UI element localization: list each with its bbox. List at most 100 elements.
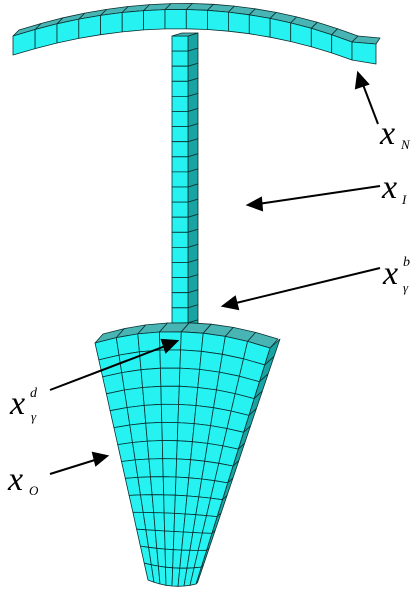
arrow-xgd [49, 344, 169, 391]
wedge-front-cell [163, 494, 176, 514]
wedge-front-cell [163, 512, 176, 532]
wedge-front-cell [145, 421, 163, 442]
wedge-front-cell [137, 476, 153, 496]
label-xN: x N [379, 115, 411, 152]
label-xN-main: x [379, 115, 395, 152]
wedge-front-cell [121, 369, 144, 391]
wedge-front-cell [129, 422, 148, 443]
wedge-front-cell [160, 385, 180, 405]
label-xO-sub: O [29, 483, 39, 498]
stem-front-cell [171, 216, 189, 233]
arrows [49, 70, 381, 475]
wedge-front-cell [143, 403, 163, 424]
stem-front-cell [171, 292, 189, 309]
top-arc-front-cell [206, 9, 229, 32]
wedge-front-cell [160, 403, 180, 424]
stem-front-cell [171, 126, 189, 143]
top-arc-front-cell [227, 11, 250, 35]
stem-front-cell [171, 35, 189, 52]
label-xgb: x b γ [382, 255, 410, 295]
arrow-xN [361, 81, 379, 125]
wedge-front-cell [178, 367, 201, 388]
wedge-front-cell [165, 566, 174, 587]
stem-front-cell [171, 111, 189, 127]
stem-top-cap [171, 32, 199, 37]
top-arc-front-cell [121, 10, 145, 33]
stem-front-cell [171, 96, 189, 112]
label-xO: x O [7, 461, 39, 498]
wedge-front-cell [177, 403, 197, 425]
wedge-front-cell [126, 404, 147, 426]
wedge-front-cell [153, 512, 166, 532]
arrowhead-xO [91, 451, 110, 467]
stem-front-cell [171, 307, 189, 324]
label-xI-sub: I [401, 192, 407, 207]
wedge-front-cell [142, 385, 162, 406]
stem-front-cell [171, 262, 189, 279]
stem-front-cell [171, 156, 189, 173]
label-xgb-main: x [382, 255, 398, 292]
wedge-front-cell [146, 440, 164, 460]
wedge-front-cell [148, 458, 164, 478]
stem-front-cell [171, 141, 189, 158]
wedge-front-cell [115, 333, 140, 356]
wedge-front-cell [174, 476, 190, 497]
wedge-front-cell [164, 530, 175, 551]
wedge-front-cell [179, 349, 202, 370]
stem-front-cell [171, 171, 189, 188]
stem-front-cell [171, 201, 189, 218]
wedge-front-cell [156, 547, 166, 568]
wedge-front-cell [113, 424, 133, 446]
label-xgb-sup: b [403, 255, 410, 270]
stem-front-cell [171, 277, 189, 294]
top-arc-front-cell [78, 14, 101, 39]
wedge-front-cell [189, 566, 202, 586]
wedge-front-cell [162, 458, 178, 478]
arrow-xgb [231, 267, 381, 305]
wedge-front-cell [161, 440, 178, 460]
wedge-front-cell [124, 387, 145, 408]
wedge-front-cell [132, 440, 150, 461]
stem-front-cell [171, 246, 189, 263]
wedge-front-cell [199, 350, 223, 373]
wedge-front-cell [134, 458, 151, 478]
wedge-front-cell [176, 440, 193, 461]
stem-front-cell [171, 231, 189, 248]
wedge-front-cell [175, 458, 192, 479]
arrowhead-xN [354, 70, 370, 90]
wedge-front-cell [150, 476, 165, 496]
top-arc-front-cell [100, 12, 123, 36]
top-arc-front-cell [185, 9, 208, 30]
wedge-front-cell [197, 368, 220, 391]
wedge-front-cell [178, 385, 199, 406]
top-arc-front-cell [143, 9, 166, 31]
wedge-front-cell [161, 421, 179, 442]
label-xI: x I [381, 169, 407, 207]
wedge-front-cell [193, 405, 214, 427]
label-xgd-sub: γ [31, 409, 37, 424]
label-xI-main: x [381, 169, 397, 206]
wedge-front-cell [180, 331, 204, 352]
stem-mesh [171, 32, 199, 339]
label-xgd-sup: d [30, 386, 38, 401]
arrow-xO [49, 458, 99, 475]
wedge-front-cell [195, 387, 217, 409]
arrow-xI [257, 185, 381, 205]
wedge-front-cell [138, 349, 161, 371]
wedge-front-cell [176, 422, 195, 443]
wedge-front-cell [140, 494, 155, 513]
stem-front-cell [171, 65, 189, 82]
arrowhead-xgb [220, 295, 240, 311]
top-arc-mesh [12, 3, 381, 65]
wedge-front-cell [157, 565, 167, 586]
stem-front-cell [171, 80, 189, 97]
top-arc-end-face [351, 41, 377, 65]
wedge-front-cell [106, 389, 128, 412]
wedge-front-cell [154, 530, 166, 550]
wedge-front-cell [164, 548, 174, 569]
wedge-front-cell [159, 367, 181, 387]
stem-front-cell [171, 50, 189, 67]
top-arc-front-cell [164, 9, 187, 30]
stem-front-cell [171, 186, 189, 203]
